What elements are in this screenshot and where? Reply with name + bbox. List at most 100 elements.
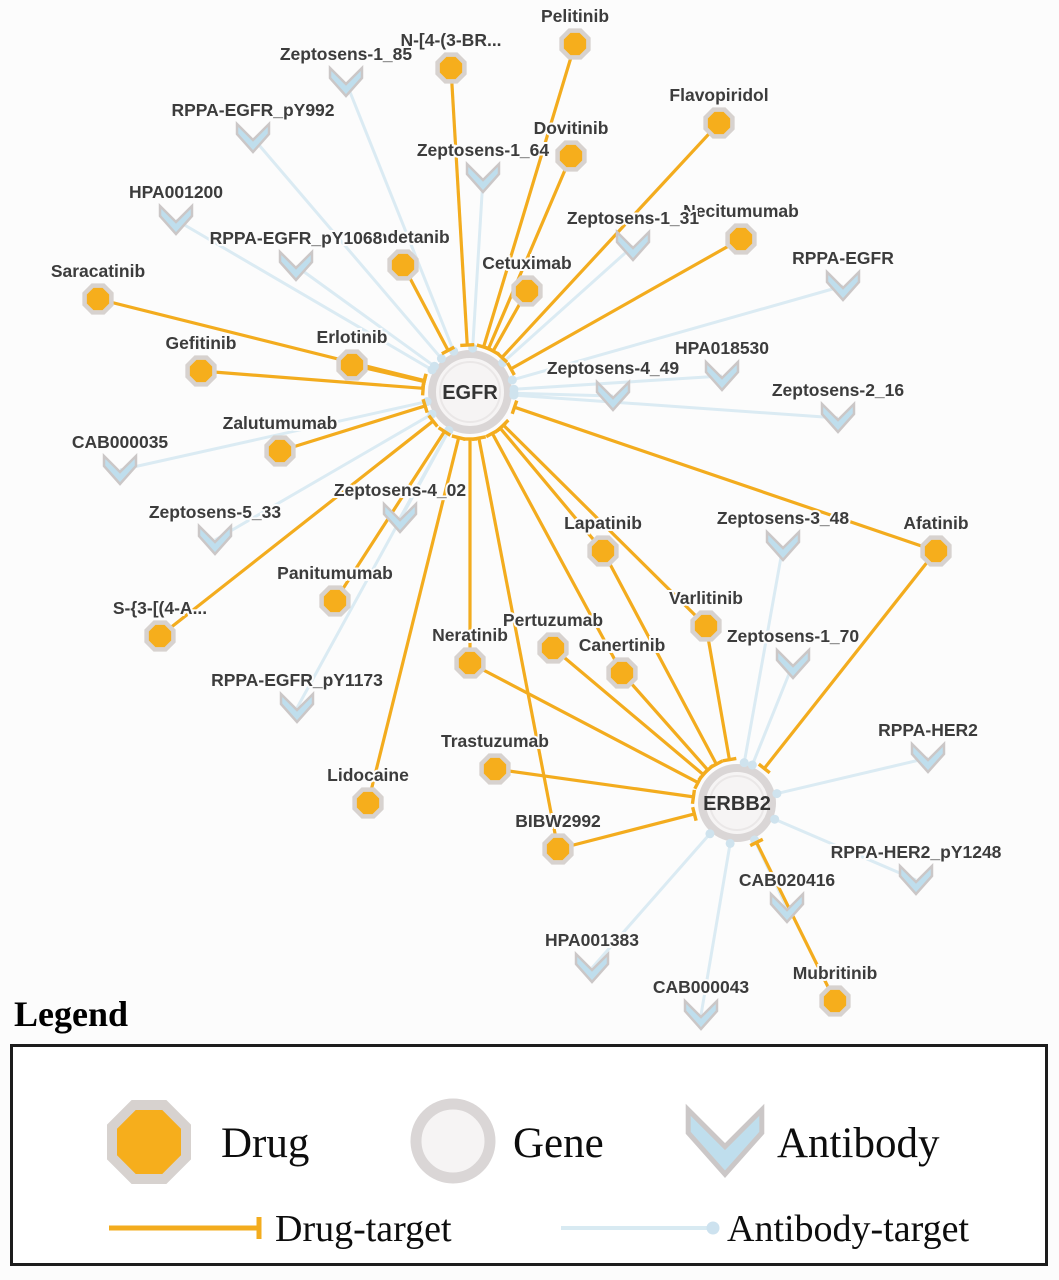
- antibody-node-zeptosens-1-85: [328, 64, 364, 98]
- antibody-label-hpa001200: HPA001200: [129, 182, 223, 202]
- drug-edge-tick-cetuximab: [486, 346, 501, 356]
- drug-node-bibw2992: [542, 833, 574, 865]
- node-labels: EGFRERBB2PelitinibN-[4-(3-BR...Dovitinib…: [49, 4, 1004, 999]
- drug-label-saracatinib: Saracatinib: [51, 261, 145, 281]
- drug-label-varlitinib: Varlitinib: [669, 588, 743, 608]
- antibody-node-rppa-egfr: [825, 268, 861, 302]
- drug-label-vandetanib: Vandetanib: [356, 227, 449, 247]
- antibody-label-zeptosens-1-70: Zeptosens-1_70: [727, 626, 860, 646]
- drug-edge-tick-n-4-3-br: [460, 342, 475, 348]
- antibody-node-zeptosens-1-31: [615, 228, 651, 262]
- antibody-label-cab000043: CAB000043: [653, 977, 750, 997]
- drug-edge-tick-canertinib: [485, 428, 500, 439]
- drug-edge-tick-panitumumab: [437, 426, 452, 437]
- drug-node-necitumumab: [725, 223, 757, 255]
- antibody-edge-dot-zeptosens-1-70: [747, 760, 757, 770]
- drug-edge-canertinib-erbb2: [620, 671, 710, 772]
- drug-edge-tick-mubritinib: [749, 837, 764, 848]
- antibody-edge-dot-hpa001383: [705, 829, 715, 839]
- drug-node-cetuximab: [511, 275, 543, 307]
- antibody-label-zeptosens-1-31: Zeptosens-1_31: [567, 208, 700, 228]
- drug-edge-bibw2992-erbb2: [557, 812, 695, 851]
- antibody-node-cab020416: [769, 890, 805, 924]
- antibody-edge-dot-cab000043: [725, 838, 735, 848]
- antibody-edge-hpa001383-erbb2: [590, 832, 712, 969]
- drug-edge-bibw2992-egfr: [477, 437, 560, 850]
- gene-label-erbb2: ERBB2: [703, 793, 771, 815]
- drug-label-cetuximab: Cetuximab: [482, 253, 571, 273]
- drug-edge-saracatinib-egfr: [97, 297, 425, 383]
- antibody-node-zeptosens-4-49: [595, 378, 631, 412]
- antibody-node-rppa-her2: [910, 740, 946, 774]
- drug-edge-tick-erlotinib: [420, 374, 428, 389]
- antibody-edge-hpa001200-egfr: [175, 218, 433, 372]
- antibody-label-rppa-egfr: RPPA-EGFR: [792, 248, 894, 268]
- drug-edge-n-4-3-br-egfr: [449, 67, 469, 346]
- drug-label-n-4-3-br: N-[4-(3-BR...: [400, 30, 501, 50]
- antibody-node-rppa-egfr-py992: [235, 120, 271, 154]
- drug-label-mubritinib: Mubritinib: [793, 963, 878, 983]
- drug-node-panitumumab: [319, 585, 351, 617]
- antibody-node-rppa-egfr-py1173: [279, 690, 315, 724]
- antibody-label-hpa018530: HPA018530: [675, 338, 769, 358]
- antibody-edge-zeptosens-1-85-egfr: [344, 81, 456, 352]
- antibody-label-zeptosens-4-02: Zeptosens-4_02: [334, 480, 467, 500]
- drug-node-flavopiridol: [703, 107, 735, 139]
- drug-legend-icon: [107, 1100, 191, 1184]
- antibody-label-zeptosens-4-49: Zeptosens-4_49: [547, 358, 680, 378]
- antibody-node-zeptosens-4-02: [382, 500, 418, 534]
- drug-node-erlotinib: [336, 349, 368, 381]
- drug-edge-canertinib-egfr: [490, 432, 624, 674]
- gene-nodes: [428, 350, 776, 842]
- drug-edge-lidocaine-egfr: [366, 437, 461, 804]
- antibody-node-rppa-egfr-py1068: [278, 248, 314, 282]
- antibody-edge-zeptosens-1-70-erbb2: [750, 663, 795, 766]
- drug-edge-flavopiridol-egfr: [500, 121, 721, 359]
- drug-edges: [97, 43, 938, 1002]
- gene-node-erbb2: [698, 764, 776, 842]
- antibody-label-rppa-her2-py1248: RPPA-HER2_pY1248: [831, 842, 1002, 862]
- drug-edge-zalutumumab-egfr: [279, 404, 426, 453]
- drug-label-necitumumab: Necitumumab: [683, 201, 799, 221]
- antibody-label-zeptosens-1-85: Zeptosens-1_85: [280, 44, 413, 64]
- drug-edge-tick-varlitinib: [497, 418, 510, 432]
- antibody-label-zeptosens-2-16: Zeptosens-2_16: [772, 380, 905, 400]
- drug-edge-tick-bibw2992: [690, 806, 698, 822]
- antibody-edge-cab000043-erbb2: [699, 843, 732, 1016]
- drug-edge-afatinib-egfr: [513, 405, 937, 553]
- drug-label-pelitinib: Pelitinib: [541, 6, 609, 26]
- antibody-label-zeptosens-1-64: Zeptosens-1_64: [417, 140, 550, 160]
- antibody-edge-dot-rppa-her2-py1248: [770, 814, 780, 824]
- drug-label-neratinib: Neratinib: [432, 625, 508, 645]
- edge-end-markers: [420, 342, 782, 848]
- antibody-node-cab000035: [102, 452, 138, 486]
- antibody-edge-rppa-her2-py1248-erbb2: [774, 817, 917, 882]
- drug-antibody-nodes: [82, 28, 952, 1031]
- antibody-label-rppa-egfr-py1068: RPPA-EGFR_pY1068: [210, 228, 383, 248]
- drug-label-zalutumumab: Zalutumumab: [223, 413, 338, 433]
- legend-canvas: Drug Gene Antibody Drug-target Antibody-…: [107, 1098, 969, 1250]
- drug-edge-varlitinib-egfr: [502, 423, 708, 628]
- drug-edge-tick-vandetanib: [441, 345, 456, 356]
- antibody-edge-zeptosens-2-16-egfr: [513, 393, 839, 420]
- antibody-label-rppa-egfr-py1173: RPPA-EGFR_pY1173: [211, 670, 383, 690]
- antibody-edge-zeptosens-4-49-egfr: [513, 391, 614, 398]
- drug-label-pertuzumab: Pertuzumab: [503, 610, 603, 630]
- drug-edge-necitumumab-egfr: [510, 237, 742, 371]
- drug-node-saracatinib: [82, 283, 114, 315]
- antibody-edge-dot-rppa-egfr-py992: [436, 354, 446, 364]
- antibody-node-hpa001200: [158, 202, 194, 236]
- drug-node-pertuzumab: [537, 632, 569, 664]
- drug-node-dovitinib: [555, 140, 587, 172]
- drug-edge-tick-s-3-4-a: [427, 414, 439, 428]
- drug-node-s-3-4-a: [144, 620, 176, 652]
- antibody-edge-hpa018530-egfr: [513, 374, 723, 391]
- drug-label-erlotinib: Erlotinib: [317, 327, 388, 347]
- antibody-label-cab000035: CAB000035: [72, 432, 169, 452]
- antibody-edge-rppa-egfr-py992-egfr: [251, 137, 443, 360]
- drug-edge-gefitinib-egfr: [200, 369, 424, 390]
- antibody-node-hpa001383: [574, 950, 610, 984]
- drug-label-trastuzumab: Trastuzumab: [441, 731, 549, 751]
- drug-node-gefitinib: [185, 355, 217, 387]
